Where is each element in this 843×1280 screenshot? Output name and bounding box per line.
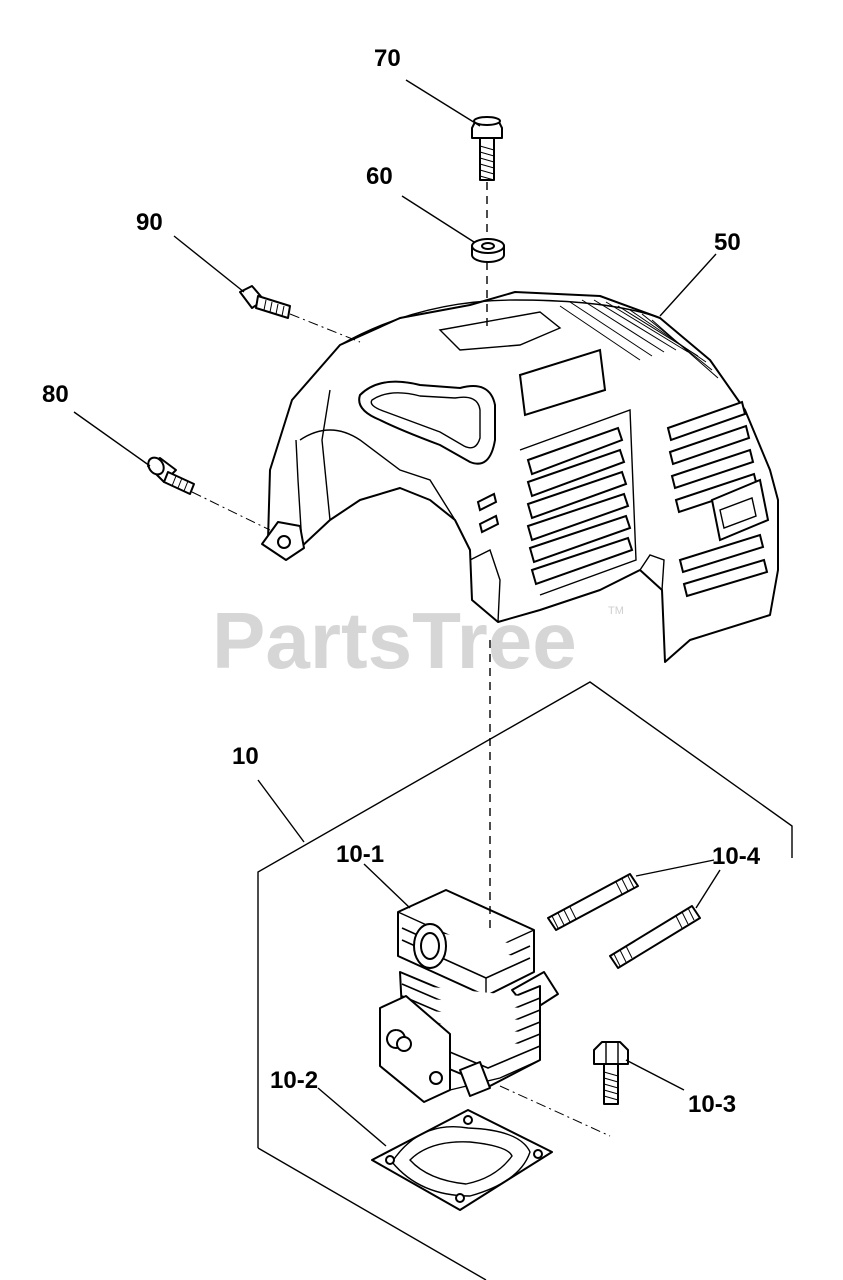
callout-10-2[interactable]: 10-2 (270, 1067, 318, 1094)
part-10-4-studs[interactable] (547, 873, 701, 969)
leader-lines (73, 79, 721, 1147)
stud-lower[interactable] (609, 905, 701, 969)
callout-90[interactable]: 90 (136, 209, 163, 236)
callout-10-1[interactable]: 10-1 (336, 841, 384, 868)
watermark: PartsTree TM (212, 596, 624, 685)
part-50-cylinder-cover[interactable] (261, 291, 779, 663)
assembly-lines (191, 182, 611, 1137)
part-10-group-bracket (257, 681, 793, 1280)
callout-60[interactable]: 60 (366, 163, 393, 190)
part-90-screw[interactable] (239, 285, 291, 319)
callout-labels: 70 60 90 50 80 10 10-1 10-4 10-3 10-2 (42, 45, 761, 1118)
part-70-bolt[interactable] (471, 116, 503, 181)
part-10-3-hex-bolt[interactable] (593, 1041, 629, 1105)
callout-10-4[interactable]: 10-4 (712, 843, 761, 870)
callout-10-3[interactable]: 10-3 (688, 1091, 736, 1118)
callout-10[interactable]: 10 (232, 743, 259, 770)
part-80-screw[interactable] (145, 455, 195, 495)
callout-80[interactable]: 80 (42, 381, 69, 408)
watermark-trademark: TM (608, 605, 624, 617)
callout-50[interactable]: 50 (714, 229, 741, 256)
part-60-washer[interactable] (471, 238, 505, 263)
stud-upper[interactable] (547, 873, 639, 931)
part-10-1-cylinder[interactable] (379, 889, 559, 1103)
part-10-2-gasket[interactable] (371, 1109, 553, 1211)
callout-70[interactable]: 70 (374, 45, 401, 72)
